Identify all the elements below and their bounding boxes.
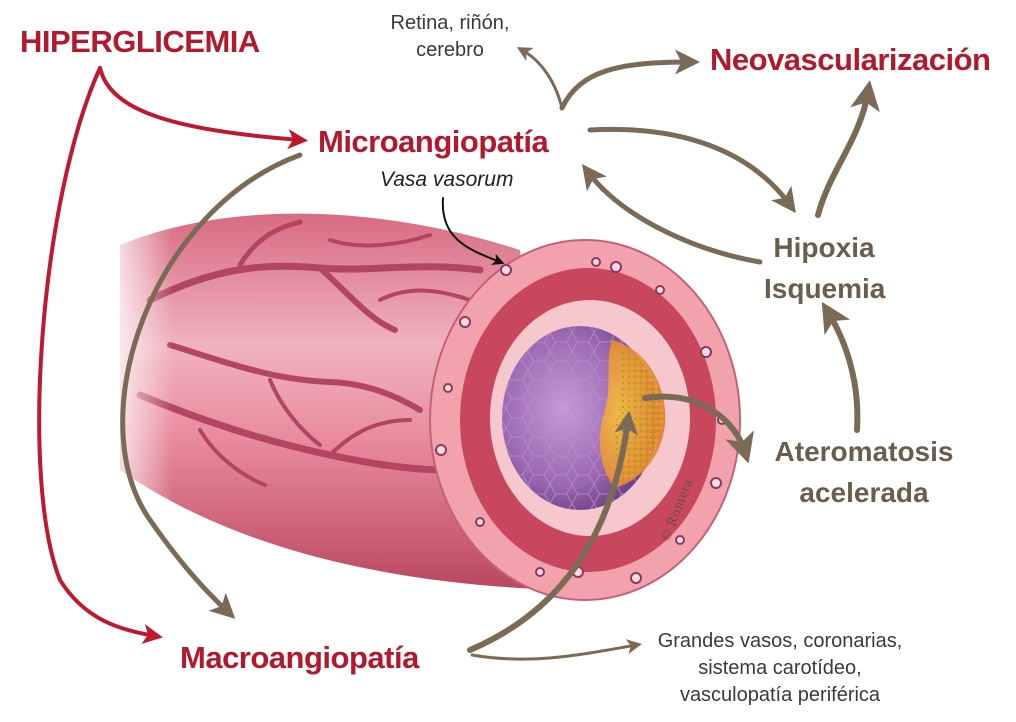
arrow-hipoxia-to-neovascularization [818, 92, 868, 215]
label-retina-line2: cerebro [380, 37, 520, 64]
label-retina-line1: Retina, riñón, [380, 10, 520, 37]
label-vasa-vasorum: Vasa vasorum [380, 168, 513, 192]
label-ateromatosis-line2: acelerada [764, 473, 964, 514]
label-grandes-line3: vasculopatía periférica [650, 682, 910, 709]
label-grandes-line1: Grandes vasos, coronarias, [650, 628, 910, 655]
arrow-micro-to-retina [522, 50, 562, 108]
vessel-cross-section [430, 240, 740, 600]
label-hipoxia: Hipoxia [764, 228, 884, 269]
arrow-ateromatosis-to-isquemia [828, 312, 857, 430]
label-grandes-line2: sistema carotídeo, [650, 655, 910, 682]
label-retina: Retina, riñón, cerebro [380, 10, 520, 64]
label-grandes-vasos: Grandes vasos, coronarias, sistema carot… [650, 628, 910, 709]
arrow-micro-to-neovascularization [562, 62, 690, 108]
label-hipoxia-isquemia: Hipoxia Isquemia [764, 228, 884, 309]
arrow-hiperglicemia-to-micro [100, 68, 300, 140]
label-microangiopatia: Microangiopatía [318, 124, 548, 160]
label-neovascularizacion: Neovascularización [710, 42, 990, 78]
label-isquemia: Isquemia [764, 269, 884, 310]
label-ateromatosis-line1: Ateromatosis [764, 432, 964, 473]
vessel-fade [100, 190, 360, 590]
arrow-micro-to-hipoxia [590, 129, 790, 205]
label-hiperglicemia: HIPERGLICEMIA [20, 24, 260, 60]
label-ateromatosis: Ateromatosis acelerada [764, 432, 964, 513]
blood-vessel-illustration [100, 190, 740, 600]
arrow-macro-to-grandes-vasos [472, 645, 636, 659]
label-macroangiopatia: Macroangiopatía [180, 640, 419, 676]
